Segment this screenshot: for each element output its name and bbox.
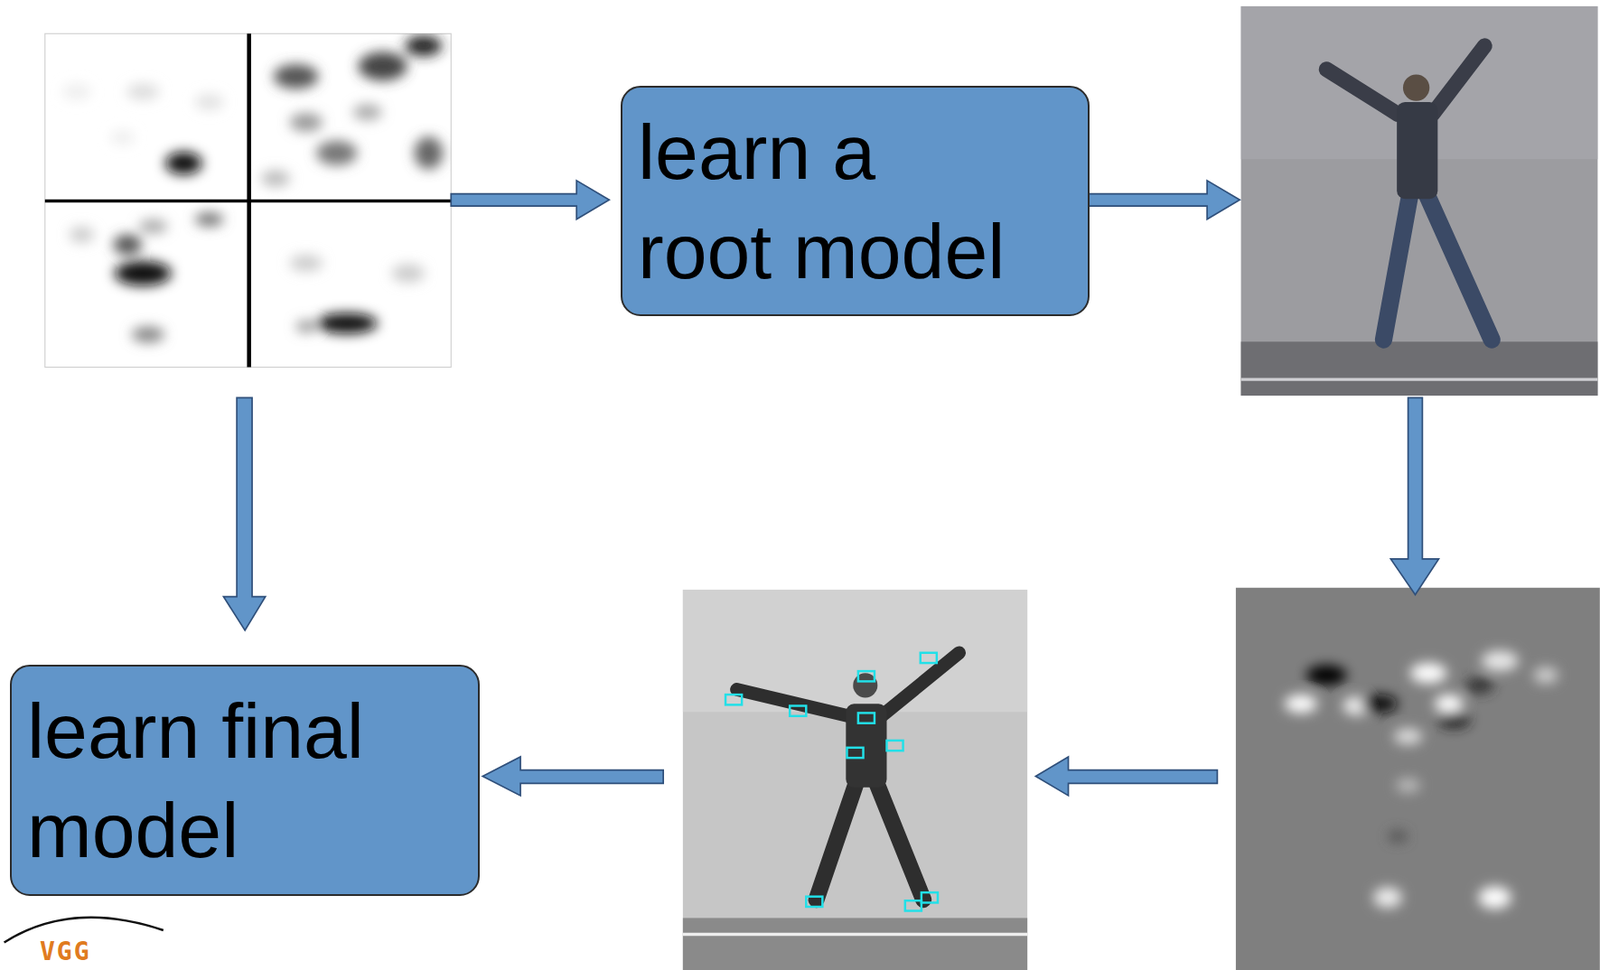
hog-blob: [195, 212, 225, 227]
filter-blob: [1395, 778, 1421, 794]
part-box: [789, 706, 806, 717]
person-figure: [1326, 46, 1492, 340]
hog-blob: [273, 64, 319, 89]
hog-blob: [69, 226, 94, 244]
filter-blob: [1478, 886, 1512, 909]
photo-background: [683, 589, 1029, 970]
part-box: [921, 892, 938, 903]
head: [1403, 74, 1430, 101]
torso: [845, 703, 887, 788]
cell-divider: [45, 199, 451, 203]
floor-line: [1240, 377, 1598, 381]
filter-blob: [1434, 694, 1464, 713]
filter-background: [1235, 587, 1600, 970]
filter-blob: [1394, 728, 1423, 745]
hog-blob: [316, 313, 378, 335]
hog-blob: [414, 136, 444, 169]
part-box: [858, 671, 875, 682]
block-arrow: [1035, 757, 1217, 796]
part-box: [920, 653, 937, 664]
block-arrow: [450, 180, 609, 220]
filter-blob: [1465, 677, 1495, 694]
filter-blob: [1410, 663, 1448, 684]
part-box: [846, 748, 863, 758]
arm: [1326, 69, 1398, 115]
hog-blob: [114, 261, 172, 286]
hog-blob: [165, 151, 203, 175]
hog-blob: [62, 84, 92, 101]
part-filter-image: [1235, 587, 1600, 970]
filter-blob: [1284, 694, 1318, 713]
torso: [1396, 102, 1438, 199]
logo-text: VGG: [39, 939, 92, 965]
person-photo: [1240, 6, 1598, 396]
hog-blob: [110, 130, 135, 146]
hog-filter-image: [45, 33, 451, 367]
filter-blob: [1373, 888, 1403, 909]
hog-blob: [126, 84, 160, 101]
hog-blob: [261, 170, 291, 188]
part-box: [805, 897, 823, 908]
filter-blob: [1306, 664, 1348, 686]
leg: [816, 780, 858, 900]
filter-blob: [1437, 711, 1470, 729]
hog-blob: [316, 140, 357, 166]
block-arrow: [1085, 180, 1241, 220]
process-box: learn final model: [9, 664, 480, 897]
hog-blob: [296, 320, 318, 334]
hog-blob: [392, 263, 425, 282]
hog-blobs: [62, 36, 443, 344]
part-box: [725, 694, 742, 705]
arm: [736, 689, 849, 716]
leg: [1426, 194, 1492, 340]
filter-blob: [1361, 694, 1399, 713]
box-label: learn final model: [27, 681, 412, 880]
hog-blob: [131, 326, 165, 343]
part-boxes: [725, 653, 938, 912]
photo-background: [1240, 6, 1598, 396]
part-box: [905, 900, 922, 911]
person-figure: [736, 653, 959, 900]
hog-blob: [112, 234, 142, 256]
leg: [1383, 194, 1410, 340]
part-box: [886, 740, 903, 751]
wall-shade: [683, 589, 1029, 713]
filter-blob: [1481, 651, 1519, 673]
arm: [1432, 46, 1486, 115]
hog-blob: [290, 254, 323, 272]
block-arrow: [482, 757, 664, 796]
floor: [683, 917, 1029, 970]
hog-blob: [290, 112, 323, 131]
process-box: learn a root model: [620, 85, 1090, 317]
hog-blob: [139, 219, 169, 234]
floor-line: [683, 933, 1029, 936]
leg: [875, 780, 924, 900]
hog-blob: [353, 103, 383, 121]
image-frame: [45, 33, 451, 367]
arm: [881, 653, 960, 717]
hog-blob: [357, 52, 407, 82]
floor: [1240, 341, 1598, 396]
block-arrow: [1390, 397, 1439, 595]
filter-blob: [1533, 667, 1558, 684]
filter-blobs: [1284, 651, 1559, 910]
block-arrow: [223, 397, 265, 630]
part-placement-photo: [683, 589, 1029, 970]
part-box: [858, 712, 875, 723]
box-label: learn a root model: [637, 102, 1022, 301]
hog-blob: [404, 36, 442, 57]
filter-blob: [1387, 830, 1409, 843]
hog-blob: [195, 93, 225, 111]
